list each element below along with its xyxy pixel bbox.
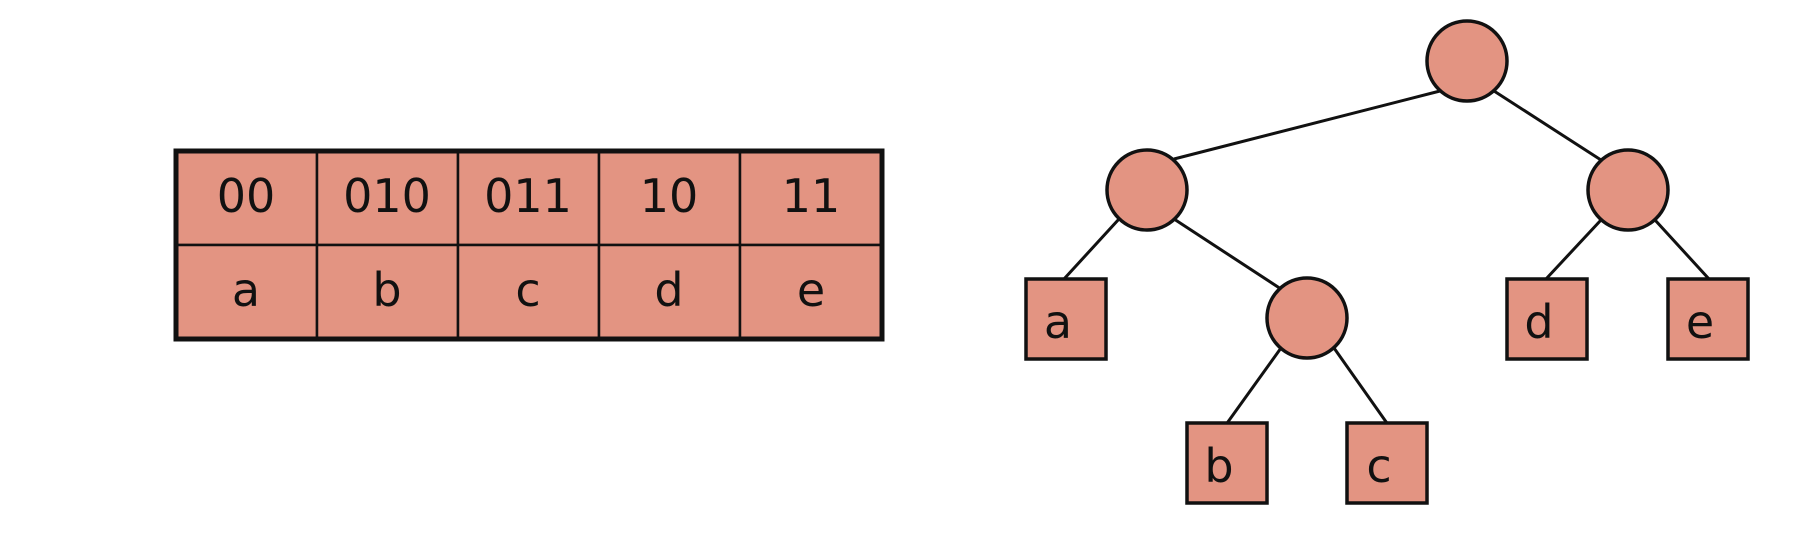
tree-node-right (1586, 148, 1670, 232)
table-symbol-1: b (372, 263, 401, 317)
table-symbol-2: c (515, 263, 540, 317)
table-symbol-0: a (232, 263, 260, 317)
tree-leaf-e (1666, 277, 1750, 361)
table-outer-border (173, 148, 885, 342)
tree-node-root (1425, 19, 1509, 103)
tree-edge-left-a (1062, 217, 1121, 281)
tree-leaf-e-label: e (1686, 295, 1714, 349)
tree-node-left (1105, 148, 1189, 232)
tree-leaf-b-label: b (1204, 439, 1233, 493)
table-cell-code-1 (315, 149, 460, 247)
table-code-2: 011 (484, 169, 572, 223)
table-symbol-4: e (797, 263, 825, 317)
tree-leaf-d-label: d (1524, 295, 1553, 349)
tree-leaf-c-label: c (1366, 439, 1391, 493)
tree-leaf-a (1024, 277, 1108, 361)
tree-edge-root-right (1493, 89, 1602, 162)
table-code-0: 00 (217, 169, 276, 223)
tree-edge-inner-c (1332, 347, 1391, 427)
table-symbol-3: d (654, 263, 683, 317)
table-code-3: 10 (640, 169, 699, 223)
tree-leaf-a-label: a (1044, 295, 1072, 349)
tree-leaf-c (1345, 421, 1429, 505)
tree-node-inner (1265, 276, 1349, 360)
table-code-4: 11 (782, 169, 841, 223)
binary-tree: a b c d e (1024, 19, 1750, 505)
table-cell-code-0 (174, 149, 319, 247)
tree-edge-right-e (1653, 218, 1711, 281)
tree-edge-left-inner (1173, 217, 1282, 291)
tree-leaf-b (1185, 421, 1269, 505)
table-cell-symbol-4 (738, 243, 884, 341)
tree-edge-root-left (1173, 89, 1441, 161)
table-code-1: 010 (343, 169, 431, 223)
table-cell-symbol-2 (456, 243, 601, 341)
code-table: 00 010 011 10 11 a b c d e (173, 148, 885, 342)
tree-edge-inner-b (1223, 347, 1283, 427)
tree-leaf-d (1505, 277, 1589, 361)
tree-edge-right-d (1544, 218, 1603, 281)
